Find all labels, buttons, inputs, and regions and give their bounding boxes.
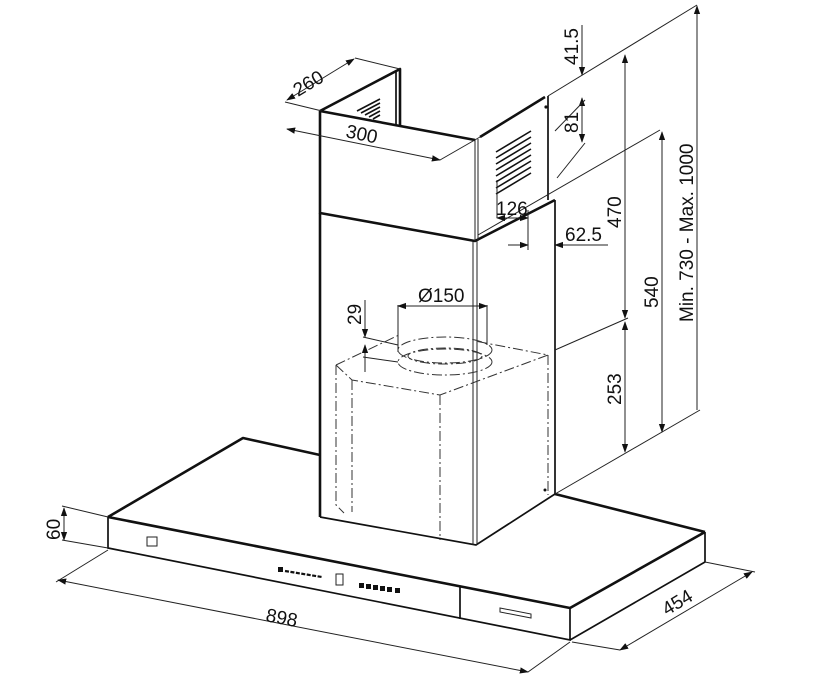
duct-collar [397,336,493,376]
dim-lower-height: 540 [642,276,663,308]
dim-wall-offset: 62.5 [565,225,602,246]
dim-total-height: Min. 730 - Max. 1000 [677,144,698,322]
dim-motor-offset: 29 [345,304,366,325]
dimension-lines [55,4,756,674]
canopy [107,436,706,642]
dim-duct-diameter: Ø150 [418,286,464,307]
dim-hood-depth: 454 [659,586,697,621]
lower-chimney [318,200,556,546]
motor-housing [335,334,550,540]
dim-hood-thickness: 60 [44,519,65,540]
dim-upper-height: 470 [605,196,626,228]
button-icon [278,567,283,572]
filter-handle [499,607,532,619]
dim-hood-width: 898 [264,605,299,632]
display-icon [335,573,344,586]
dim-vent-width: 126 [496,199,528,220]
dim-vent-offset: 81 [562,112,583,133]
button-row [359,583,400,593]
dim-chimney-width: 300 [344,121,379,148]
vent-grille-side [495,130,532,195]
dim-chimney-depth: 260 [290,67,328,101]
vent-grille-inner [356,98,381,120]
light-indicator-icon [146,536,158,547]
dim-motor-height: 253 [605,373,626,405]
dim-top-offset: 41.5 [562,28,583,65]
control-panel [146,536,532,619]
led-strip [284,569,323,579]
